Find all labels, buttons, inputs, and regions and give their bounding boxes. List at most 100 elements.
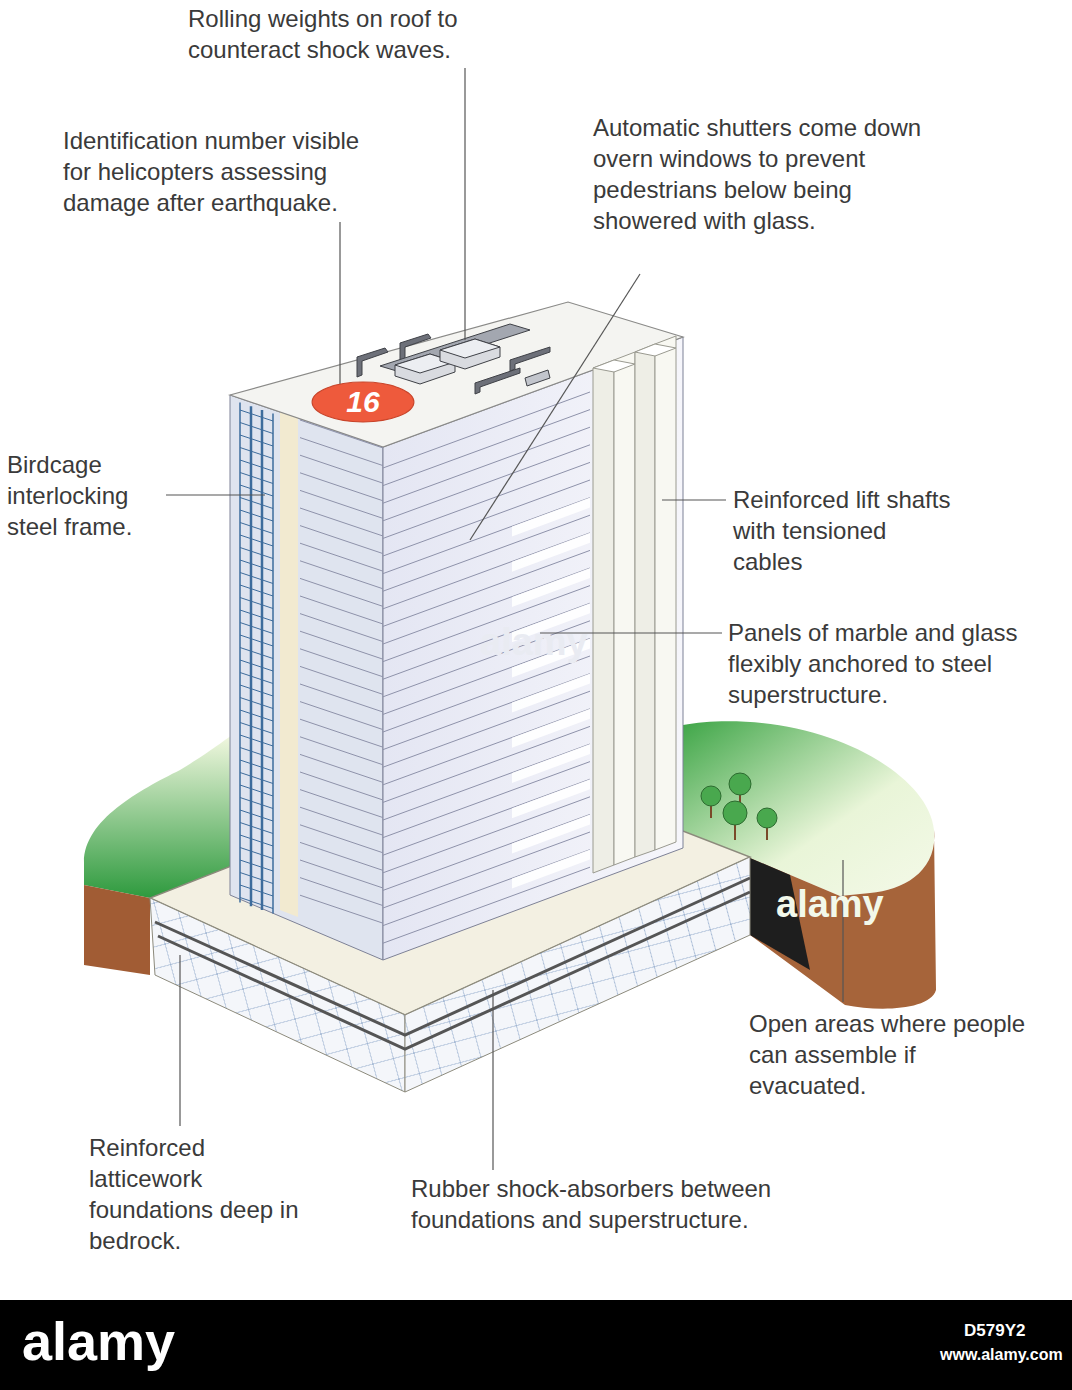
window-band xyxy=(300,860,383,888)
callout-text: Open areas where people can assemble if … xyxy=(749,1008,1029,1101)
lift-shaft xyxy=(593,360,614,873)
steel-frame-beam xyxy=(240,423,273,434)
window-band xyxy=(383,832,590,908)
window-band xyxy=(300,631,383,659)
leader-line xyxy=(166,494,265,495)
window-band xyxy=(300,825,383,853)
window-band xyxy=(300,526,383,554)
window-band xyxy=(300,772,383,800)
watermark-url: www.alamy.com xyxy=(940,1346,1070,1364)
shutter xyxy=(512,533,590,572)
steel-frame-beam xyxy=(240,810,273,821)
window-band xyxy=(300,649,383,677)
window-band xyxy=(300,473,383,501)
lift-shaft-top xyxy=(635,344,676,356)
shutter xyxy=(512,850,590,889)
window-band xyxy=(300,561,383,589)
steel-frame-beam xyxy=(240,823,273,834)
steel-frame-column xyxy=(239,402,241,902)
leader-line xyxy=(662,499,726,500)
steel-frame-beam xyxy=(240,685,273,696)
window-band xyxy=(300,737,383,765)
shutter xyxy=(512,568,590,607)
steel-frame-beam xyxy=(240,835,273,846)
window-band xyxy=(383,867,590,943)
callout-text: Identification number visible for helico… xyxy=(63,125,375,218)
callout-text: Automatic shutters come down overn windo… xyxy=(593,112,943,236)
trees xyxy=(701,773,777,840)
window-band xyxy=(300,895,383,923)
window-band xyxy=(300,490,383,518)
steel-frame-beam xyxy=(240,435,273,446)
shutter xyxy=(512,814,590,853)
id-number: 16 xyxy=(346,385,379,419)
steel-frame-beam xyxy=(240,660,273,671)
steel-frame-beam xyxy=(240,885,273,896)
leader-line xyxy=(842,860,843,1002)
steel-frame-beam xyxy=(240,898,273,909)
window-band xyxy=(300,878,383,906)
window-band xyxy=(300,508,383,536)
steel-frame-column xyxy=(272,414,274,914)
soil xyxy=(750,830,936,1009)
lift-shaft xyxy=(614,352,635,865)
steel-frame-column xyxy=(261,410,264,910)
steel-frame-beam xyxy=(240,498,273,509)
steel-frame-beam xyxy=(240,510,273,521)
steel-frame-beam xyxy=(240,698,273,709)
steel-frame-beam xyxy=(240,785,273,796)
window-band xyxy=(300,614,383,642)
window-band xyxy=(300,543,383,571)
steel-frame-beam xyxy=(240,610,273,621)
window-band xyxy=(300,684,383,712)
steel-frame-beam xyxy=(240,748,273,759)
callout-text: Birdcage interlocking steel frame. xyxy=(7,449,167,542)
window-band xyxy=(300,455,383,483)
steel-frame-beam xyxy=(240,573,273,584)
steel-frame-beam xyxy=(240,735,273,746)
steel-frame-beam xyxy=(240,523,273,534)
steel-frame-beam xyxy=(240,873,273,884)
window-band xyxy=(300,420,383,448)
steel-frame-beam xyxy=(240,473,273,484)
steel-frame-beam xyxy=(240,860,273,871)
badge-shape xyxy=(312,382,414,422)
window-band xyxy=(300,807,383,835)
lift-shaft xyxy=(655,336,676,850)
watermark-bar xyxy=(0,1300,1072,1390)
watermark-id: D579Y2 xyxy=(964,1322,1064,1341)
leader-line xyxy=(464,68,465,340)
window-band xyxy=(300,842,383,870)
callout-text: Rolling weights on roof to counteract sh… xyxy=(188,3,518,65)
leader-line xyxy=(492,990,493,1170)
watermark: alamy xyxy=(22,1312,222,1371)
callout-text: Reinforced latticework foundations deep … xyxy=(89,1132,307,1256)
callout-text: Reinforced lift shafts with tensioned ca… xyxy=(733,484,958,577)
steel-frame-beam xyxy=(240,798,273,809)
steel-frame-beam xyxy=(240,448,273,459)
callout-text: Panels of marble and glass flexibly anch… xyxy=(728,617,1070,710)
steel-frame-beam xyxy=(240,673,273,684)
lift-shaft-top xyxy=(593,360,635,372)
steel-frame-beam xyxy=(240,773,273,784)
leader-line xyxy=(179,955,180,1126)
window-band xyxy=(300,666,383,694)
watermark: alamy xyxy=(480,622,600,664)
window-band xyxy=(300,596,383,624)
window-band xyxy=(300,754,383,782)
window-band xyxy=(300,438,383,466)
steel-frame xyxy=(240,402,273,913)
steel-frame-beam xyxy=(240,548,273,559)
watermark: alamy xyxy=(776,884,896,926)
steel-frame-column xyxy=(250,406,253,906)
shutter xyxy=(512,674,590,713)
steel-frame-beam xyxy=(240,635,273,646)
shutter xyxy=(512,744,590,783)
leader-line xyxy=(339,222,340,385)
shutter xyxy=(512,498,590,537)
shutter xyxy=(512,709,590,748)
window-band xyxy=(300,578,383,606)
steel-frame-beam xyxy=(240,723,273,734)
shutter xyxy=(512,779,590,818)
steel-frame-beam xyxy=(240,585,273,596)
